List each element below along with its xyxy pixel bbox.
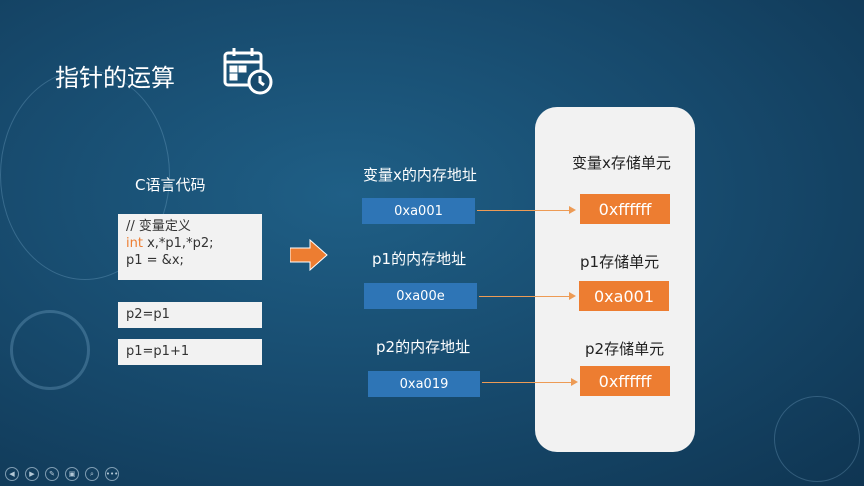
pointer-arrow-p2	[482, 382, 572, 383]
code-block-declaration: // 变量定义 int x,*p1,*p2; p1 = &x;	[118, 214, 262, 280]
slideshow-nav: ◀ ▶ ✎ ▣ ⌕ •••	[5, 467, 119, 481]
address-label-x: 变量x的内存地址	[363, 166, 477, 184]
more-icon[interactable]: •••	[105, 467, 119, 481]
address-label-p1: p1的内存地址	[372, 250, 467, 268]
address-box-p1: 0xa00e	[364, 283, 477, 309]
zoom-icon[interactable]: ⌕	[85, 467, 99, 481]
code-keyword: int	[126, 236, 143, 251]
slides-icon[interactable]: ▣	[65, 467, 79, 481]
code-stmt-p2: p2=p1	[118, 302, 262, 328]
code-assign: p1 = &x;	[126, 253, 184, 268]
address-box-x: 0xa001	[362, 198, 475, 224]
cell-p1: 0xa001	[579, 281, 669, 311]
code-stmt-p1: p1=p1+1	[118, 339, 262, 365]
cell-x: 0xffffff	[580, 194, 670, 224]
code-decl: x,*p1,*p2;	[142, 236, 214, 251]
address-box-p2: 0xa019	[368, 371, 480, 397]
calendar-clock-icon	[222, 45, 274, 101]
right-arrow-icon	[289, 238, 328, 275]
pointer-arrow-x	[477, 210, 570, 211]
address-label-p2: p2的内存地址	[376, 338, 471, 356]
code-comment: // 变量定义	[126, 219, 191, 234]
pen-icon[interactable]: ✎	[45, 467, 59, 481]
code-heading: C语言代码	[135, 176, 206, 194]
prev-slide-icon[interactable]: ◀	[5, 467, 19, 481]
decor-ring	[774, 396, 860, 482]
pointer-arrow-p1	[479, 296, 570, 297]
arrowhead-icon	[571, 378, 578, 386]
decor-ring	[0, 70, 170, 280]
cell-label-p2: p2存储单元	[585, 340, 665, 358]
cell-label-p1: p1存储单元	[580, 253, 660, 271]
arrowhead-icon	[569, 292, 576, 300]
cell-label-x: 变量x存储单元	[572, 154, 671, 172]
cell-p2: 0xffffff	[580, 366, 670, 396]
next-slide-icon[interactable]: ▶	[25, 467, 39, 481]
decor-ring	[10, 310, 90, 390]
arrowhead-icon	[569, 206, 576, 214]
page-title: 指针的运算	[55, 64, 175, 92]
